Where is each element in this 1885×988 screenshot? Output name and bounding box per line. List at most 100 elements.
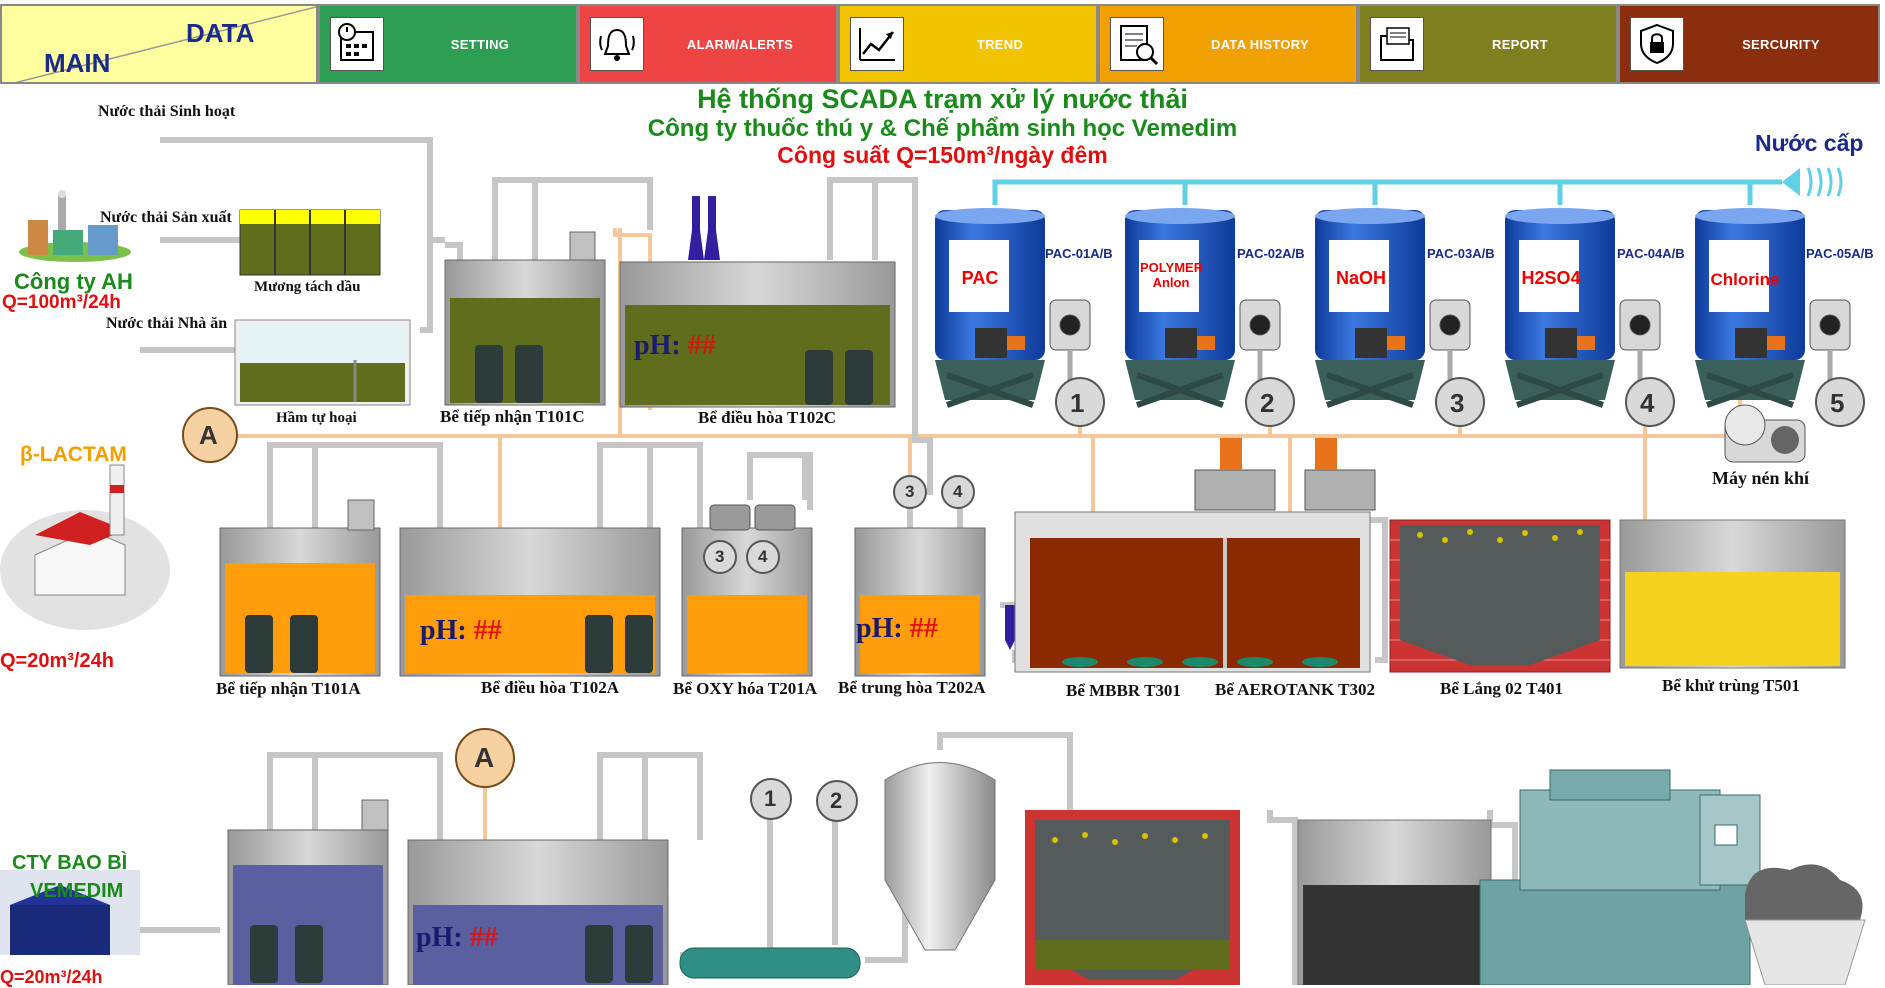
drum-pac-label[interactable]: PAC (961, 268, 999, 288)
tank-t102c-label: Bể điều hòa T102C (698, 408, 837, 427)
tank-t101c-label: Bể tiếp nhận T101C (440, 407, 585, 426)
capacity-subtitle: Công suất Q=150m³/ngày đêm (777, 142, 1108, 168)
dosing-pump-5 (1809, 299, 1851, 385)
main-label: MAIN (44, 48, 111, 78)
ph-value-bottom: ## (469, 922, 498, 953)
chemical-line-5-number: 5 (1830, 388, 1845, 418)
company-subtitle: Công ty thuốc thú y & Chế phẩm sinh học … (647, 115, 1238, 142)
trend-label: TREND (976, 36, 1024, 52)
pressure-filter-vessel (679, 947, 861, 979)
sludge-cake-pile (1744, 864, 1866, 985)
security-label: SERCURITY (1742, 36, 1820, 52)
source-san-xuat-label: Nước thải Sản xuất (100, 209, 232, 226)
beta-lactam-factory (0, 464, 170, 630)
pump-t101c-2[interactable] (515, 345, 543, 403)
oil-separator-channel (239, 209, 381, 276)
baobi-factory (0, 870, 140, 955)
tank-t401 (1389, 519, 1611, 673)
data-history-label: DATA HISTORY (1211, 36, 1309, 52)
filter-press-machine (1479, 769, 1761, 985)
baobi-company-flow: Q=20m³/24h (0, 967, 103, 987)
drum-pac (935, 208, 1045, 408)
chemical-line-2-number: 2 (1260, 388, 1275, 418)
tank-t501-label: Bể khử trùng T501 (1662, 676, 1800, 695)
data-history-icon (1110, 17, 1164, 71)
ph-value-t202a: ## (909, 613, 938, 644)
chemical-line-3-number: 3 (1450, 388, 1465, 418)
baobi-company-line1: CTY BAO BÌ (12, 852, 128, 874)
pump-pac-03-label: PAC-03A/B (1427, 246, 1495, 261)
trend-button[interactable]: TREND (838, 4, 1098, 84)
chemical-line-1-number: 1 (1070, 388, 1085, 418)
drum-naoh-label[interactable]: NaOH (1335, 268, 1386, 288)
tank-t202a (854, 527, 1015, 677)
tank-t302-label: Bể AEROTANK T302 (1215, 680, 1375, 699)
pump-t101a-1[interactable] (245, 615, 273, 673)
ph-readout-t102a: pH: ## (420, 615, 502, 646)
ah-company-name: Công ty AH (14, 269, 133, 294)
drum-chlorine-label[interactable]: Chlorine (1710, 270, 1780, 289)
lactam-company-flow: Q=20m³/24h (0, 650, 114, 672)
oil-separator-label: Mương tách dầu (254, 279, 361, 295)
setting-button[interactable]: SETTING (318, 4, 578, 84)
pump-bottom-3[interactable] (585, 925, 613, 983)
sludge-silo (884, 762, 996, 951)
tank-t202a-label: Bể trung hòa T202A (838, 678, 986, 697)
connector-a-top[interactable]: A (199, 420, 218, 450)
connector-3-oxy: 3 (715, 547, 725, 566)
connector-a-bottom[interactable]: A (474, 742, 495, 773)
lactam-company-name: β-LACTAM (20, 443, 127, 466)
ah-factory-icon (18, 190, 133, 262)
tank-t201a-label: Bể OXY hóa T201A (673, 679, 818, 698)
pump-bottom-2[interactable] (295, 925, 323, 983)
connector-1-filter: 1 (764, 786, 777, 811)
report-icon (1370, 17, 1424, 71)
security-button[interactable]: SERCURITY (1618, 4, 1880, 84)
report-button[interactable]: REPORT (1358, 4, 1618, 84)
dosing-pump-2 (1239, 299, 1281, 385)
tank-t101a-label: Bể tiếp nhận T101A (216, 679, 361, 698)
pump-bottom-1[interactable] (250, 925, 278, 983)
pump-t102c-1[interactable] (805, 350, 833, 405)
dosing-pump-1 (1049, 299, 1091, 385)
tank-bottom-dark (1297, 819, 1492, 985)
water-supply-arrow (1782, 167, 1843, 197)
source-sinh-hoat-label: Nước thải Sinh hoạt (98, 103, 236, 120)
drum-polymer-label[interactable]: POLYMER Anlon (1140, 260, 1204, 290)
pump-t101c-1[interactable] (475, 345, 503, 403)
alarm-alerts-button[interactable]: ALARM/ALERTS (578, 4, 838, 84)
tank-t102a-label: Bể điều hòa T102A (481, 678, 620, 697)
drum-h2so4-label[interactable]: H2SO4 (1521, 268, 1581, 288)
alarm-bell-icon (590, 17, 644, 71)
tank-t401-label: Bể Lắng 02 T401 (1440, 679, 1563, 698)
pump-t102a-1[interactable] (585, 615, 613, 673)
ah-company-flow: Q=100m³/24h (2, 292, 121, 313)
pump-pac-01-label: PAC-01A/B (1045, 246, 1113, 261)
septic-tank-label: Hầm tự hoại (276, 410, 357, 426)
trend-chart-icon (850, 17, 904, 71)
alarm-alerts-label: ALARM/ALERTS (686, 36, 794, 52)
connector-3-neutral: 3 (905, 482, 915, 501)
report-label: REPORT (1492, 36, 1548, 52)
drum-chlorine (1695, 208, 1805, 408)
pump-bottom-4[interactable] (625, 925, 653, 983)
pump-t102a-2[interactable] (625, 615, 653, 673)
data-label: DATA (186, 18, 255, 48)
data-history-button[interactable]: DATA HISTORY (1098, 4, 1358, 84)
connector-4-oxy: 4 (758, 547, 768, 566)
main-data-toggle[interactable]: MAIN DATA (0, 4, 318, 84)
tank-t301-label: Bể MBBR T301 (1066, 681, 1181, 700)
pump-t101a-2[interactable] (290, 615, 318, 673)
baobi-company-line2: VEMEDIM (30, 880, 124, 902)
tank-mbbr-aerotank (1014, 438, 1376, 673)
drum-naoh (1315, 208, 1425, 408)
chemical-line-4-number: 4 (1640, 388, 1655, 418)
ph-readout-t102c: pH: ## (634, 330, 716, 361)
pump-pac-02-label: PAC-02A/B (1237, 246, 1305, 261)
ph-value-t102a: ## (473, 615, 502, 646)
dosing-pump-3 (1429, 299, 1471, 385)
drum-polymer (1125, 208, 1235, 408)
pump-t102c-2[interactable] (845, 350, 873, 405)
water-supply-label: Nước cấp (1755, 130, 1864, 156)
